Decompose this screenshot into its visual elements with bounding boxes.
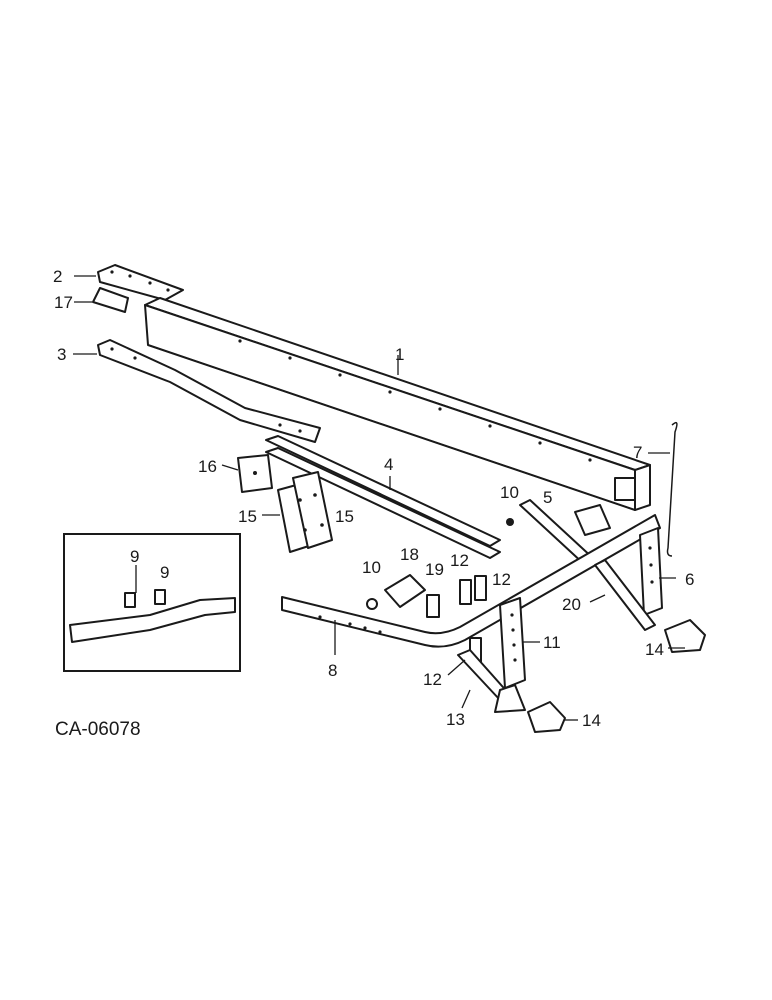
part-2-plate bbox=[97, 264, 184, 301]
part-13-shank bbox=[457, 649, 526, 713]
callout-3: 3 bbox=[57, 345, 66, 364]
callout-12c: 12 bbox=[423, 670, 442, 689]
part-20-shank bbox=[594, 559, 656, 631]
inset-detail bbox=[63, 533, 241, 672]
leader-lines bbox=[73, 275, 685, 721]
callout-8: 8 bbox=[328, 661, 337, 680]
part-4-angle-strip bbox=[265, 435, 501, 559]
callout-14a: 14 bbox=[645, 640, 664, 659]
part-3-long-bar bbox=[97, 339, 636, 511]
part-16-plate bbox=[237, 454, 273, 493]
part-8-curved-frame bbox=[281, 514, 661, 648]
callout-18: 18 bbox=[400, 545, 419, 564]
callout-10b: 10 bbox=[362, 558, 381, 577]
callout-10a: 10 bbox=[500, 483, 519, 502]
part-19-block bbox=[426, 594, 440, 618]
callout-9a: 9 bbox=[130, 547, 139, 566]
callout-16: 16 bbox=[198, 457, 217, 476]
part-15-plates bbox=[277, 471, 333, 553]
part-14-clamp-right bbox=[664, 619, 706, 653]
part-14-clamp-lower bbox=[527, 701, 566, 733]
diagram-code: CA-06078 bbox=[55, 719, 141, 740]
callout-6: 6 bbox=[685, 570, 694, 589]
callout-15b: 15 bbox=[335, 507, 354, 526]
part-1-main-beam bbox=[144, 297, 651, 511]
part-11-standard bbox=[499, 597, 526, 689]
callout-7: 7 bbox=[633, 443, 642, 462]
part-7-rod bbox=[666, 421, 678, 557]
part-10-spacer-left bbox=[366, 598, 378, 610]
callout-14b: 14 bbox=[582, 711, 601, 730]
callout-20: 20 bbox=[562, 595, 581, 614]
callout-2: 2 bbox=[53, 267, 62, 286]
callout-5: 5 bbox=[543, 488, 552, 507]
callout-11: 11 bbox=[543, 633, 561, 652]
part-18-clamp bbox=[384, 574, 426, 608]
callout-9b: 9 bbox=[160, 563, 169, 582]
part-17-bracket bbox=[92, 287, 129, 313]
callout-4: 4 bbox=[384, 455, 393, 474]
callout-19: 19 bbox=[425, 560, 444, 579]
callout-12a: 12 bbox=[450, 551, 469, 570]
part-6-standard bbox=[639, 527, 663, 616]
callout-17: 17 bbox=[54, 293, 73, 312]
callout-13: 13 bbox=[446, 710, 465, 729]
callout-1: 1 bbox=[395, 345, 404, 364]
callout-15a: 15 bbox=[238, 507, 257, 526]
callout-12b: 12 bbox=[492, 570, 511, 589]
